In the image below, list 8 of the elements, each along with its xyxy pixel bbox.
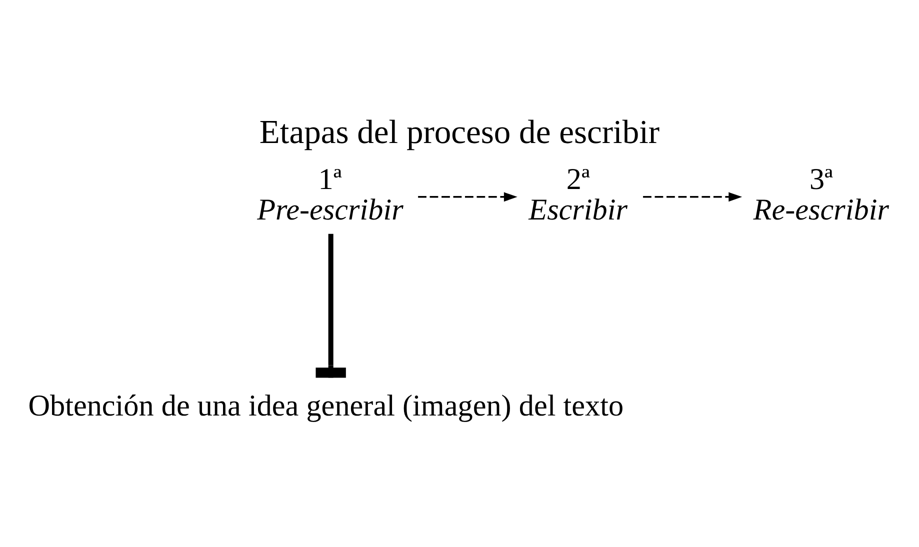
diagram-title: Etapas del proceso de escribir [259,114,660,151]
node-text: 3ª Re-escribir [753,162,889,226]
arrow [643,192,742,202]
node-text: 2ª Escribir [528,162,628,226]
connector [316,233,346,378]
node-text: 1ª Pre-escribir [257,162,404,226]
node-text: Obtención de una idea general (imagen) del texto [28,388,624,422]
arrow [418,192,518,202]
